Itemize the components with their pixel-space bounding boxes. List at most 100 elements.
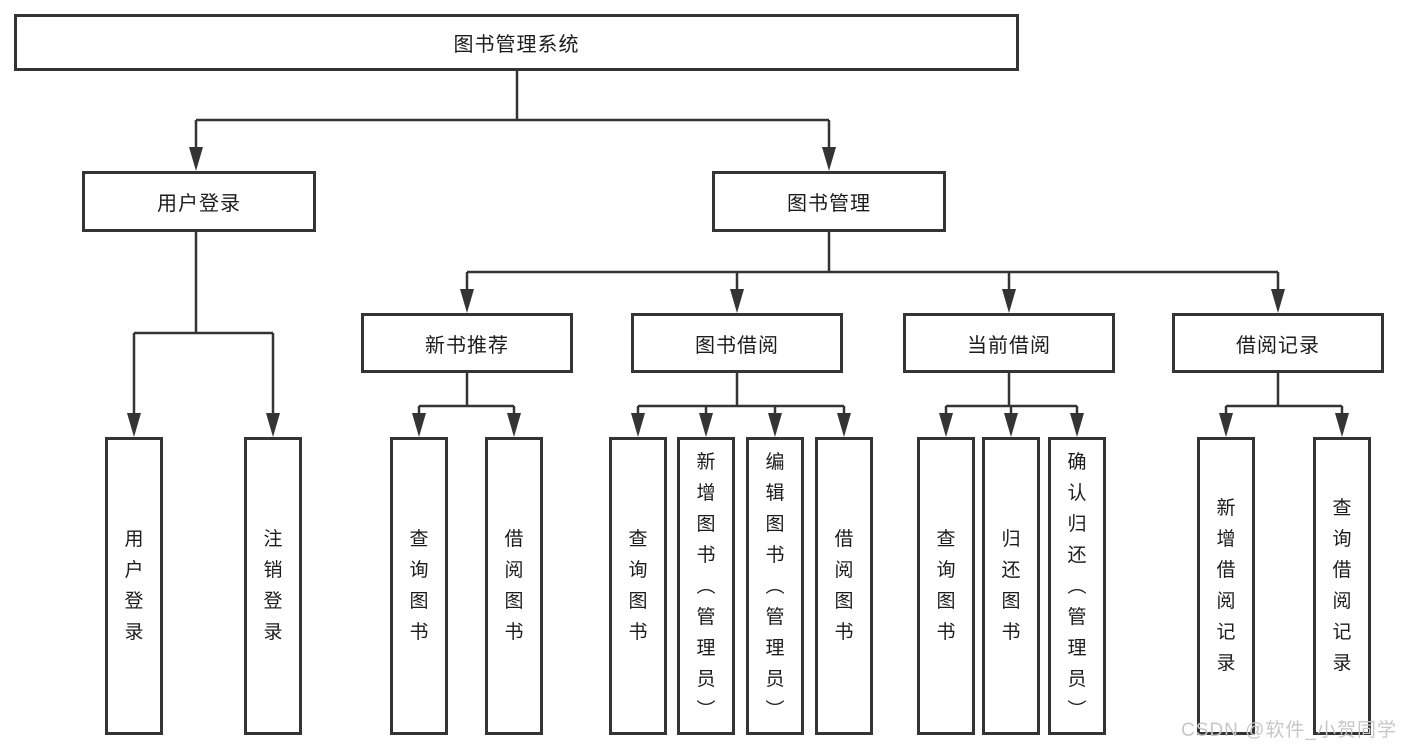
- leaf-current-confirm-return-admin: 确认归还︵管理员︶: [1048, 437, 1106, 735]
- vertical-char: ︶: [1067, 699, 1087, 721]
- arrow-down-icon: [837, 413, 851, 437]
- vertical-char: 借: [504, 529, 524, 550]
- vertical-char: 图: [1001, 591, 1021, 612]
- vertical-char: 员: [696, 668, 716, 690]
- vertical-char: 理: [1067, 637, 1087, 659]
- node-book-management: 图书管理: [712, 171, 946, 232]
- vertical-char: 询: [628, 560, 648, 581]
- vertical-char: 图: [409, 591, 429, 612]
- vertical-char: 登: [124, 591, 144, 612]
- arrow-down-icon: [412, 413, 426, 437]
- vertical-char: 记: [1216, 622, 1236, 643]
- arrow-down-icon: [189, 147, 203, 171]
- vertical-char: 借: [1332, 560, 1352, 581]
- leaf-records-query-borrow-record: 查询借阅记录: [1313, 437, 1371, 735]
- leaf-recommend-query-books: 查询图书: [390, 437, 448, 735]
- vertical-char: 管: [765, 606, 785, 628]
- vertical-char: 还: [1067, 544, 1087, 566]
- vertical-char: 录: [1332, 653, 1352, 674]
- vertical-char: 图: [504, 591, 524, 612]
- node-root: 图书管理系统: [14, 14, 1019, 71]
- vertical-char: 销: [263, 560, 283, 581]
- vertical-char: 认: [1067, 482, 1087, 504]
- vertical-char: 查: [936, 529, 956, 550]
- connector-userlogin-to-leaves: [132, 232, 275, 416]
- vertical-char: 员: [765, 668, 785, 690]
- vertical-char: 书: [834, 622, 854, 643]
- vertical-char: 录: [124, 622, 144, 643]
- vertical-char: 借: [1216, 560, 1236, 581]
- vertical-char: 注: [263, 529, 283, 550]
- leaf-logout-login: 注销登录: [244, 437, 302, 735]
- arrow-down-icon: [1271, 289, 1285, 313]
- vertical-char: 图: [765, 513, 785, 535]
- vertical-char: 查: [1332, 498, 1352, 519]
- vertical-char: 新: [1216, 498, 1236, 519]
- arrow-down-icon: [822, 147, 836, 171]
- vertical-char: ︵: [1067, 575, 1087, 597]
- vertical-char: 登: [263, 591, 283, 612]
- arrow-down-icon: [939, 413, 953, 437]
- leaf-borrow-borrow-books: 借阅图书: [815, 437, 873, 735]
- leaf-recommend-borrow-books: 借阅图书: [485, 437, 543, 735]
- node-new-book-recommend: 新书推荐: [361, 313, 573, 373]
- vertical-char: 阅: [504, 560, 524, 581]
- connector-bookmgmt-to-level3: [465, 232, 1280, 292]
- vertical-char: 归: [1067, 513, 1087, 535]
- vertical-char: 理: [696, 637, 716, 659]
- vertical-char: 归: [1001, 529, 1021, 550]
- connector-recommend-to-leaves: [417, 373, 516, 416]
- node-user-login: 用户登录: [82, 171, 316, 232]
- vertical-char: 用: [124, 529, 144, 550]
- leaf-borrow-add-books-admin: 新增图书︵管理员︶: [677, 437, 735, 735]
- leaf-user-login: 用户登录: [105, 437, 163, 735]
- leaf-borrow-edit-books-admin: 编辑图书 ︵ 管理员 ︶: [746, 437, 804, 735]
- vertical-char: 书: [409, 622, 429, 643]
- vertical-char: 编: [765, 451, 785, 473]
- vertical-char: ︵: [696, 575, 716, 597]
- arrow-down-icon: [1219, 413, 1233, 437]
- arrow-down-icon: [460, 289, 474, 313]
- vertical-char: 户: [124, 560, 144, 581]
- vertical-char: 书: [765, 544, 785, 566]
- vertical-char: ︶: [765, 699, 785, 721]
- leaf-current-return-books: 归还图书: [982, 437, 1040, 735]
- arrow-down-icon: [507, 413, 521, 437]
- connector-records-to-leaves: [1224, 373, 1344, 416]
- vertical-char: 阅: [1216, 591, 1236, 612]
- vertical-char: 员: [1067, 668, 1087, 690]
- arrow-down-icon: [1002, 289, 1016, 313]
- vertical-char: ︵: [765, 575, 785, 597]
- vertical-char: 阅: [1332, 591, 1352, 612]
- vertical-char: 询: [936, 560, 956, 581]
- vertical-char: 管: [696, 606, 716, 628]
- vertical-char: 询: [1332, 529, 1352, 550]
- vertical-char: 辑: [765, 482, 785, 504]
- arrow-down-icon: [730, 289, 744, 313]
- vertical-char: 理: [765, 637, 785, 659]
- vertical-char: 增: [1216, 529, 1236, 550]
- vertical-char: 阅: [834, 560, 854, 581]
- vertical-char: 确: [1067, 451, 1087, 473]
- arrow-down-icon: [699, 413, 713, 437]
- arrow-down-icon: [1070, 413, 1084, 437]
- leaf-borrow-query-books: 查询图书: [609, 437, 667, 735]
- vertical-char: 借: [834, 529, 854, 550]
- leaf-records-add-borrow-record: 新增借阅记录: [1197, 437, 1255, 735]
- vertical-char: 图: [936, 591, 956, 612]
- vertical-char: 还: [1001, 560, 1021, 581]
- arrow-down-icon: [1335, 413, 1349, 437]
- arrow-down-icon: [1004, 413, 1018, 437]
- node-current-borrow: 当前借阅: [903, 313, 1115, 373]
- vertical-char: 增: [696, 482, 716, 504]
- vertical-char: 询: [409, 560, 429, 581]
- vertical-char: 书: [936, 622, 956, 643]
- leaf-current-query-books: 查询图书: [917, 437, 975, 735]
- arrow-down-icon: [266, 413, 280, 437]
- vertical-char: 图: [628, 591, 648, 612]
- node-borrow-records: 借阅记录: [1172, 313, 1384, 373]
- connector-borrow-to-leaves: [636, 373, 846, 416]
- arrow-down-icon: [768, 413, 782, 437]
- vertical-char: 书: [628, 622, 648, 643]
